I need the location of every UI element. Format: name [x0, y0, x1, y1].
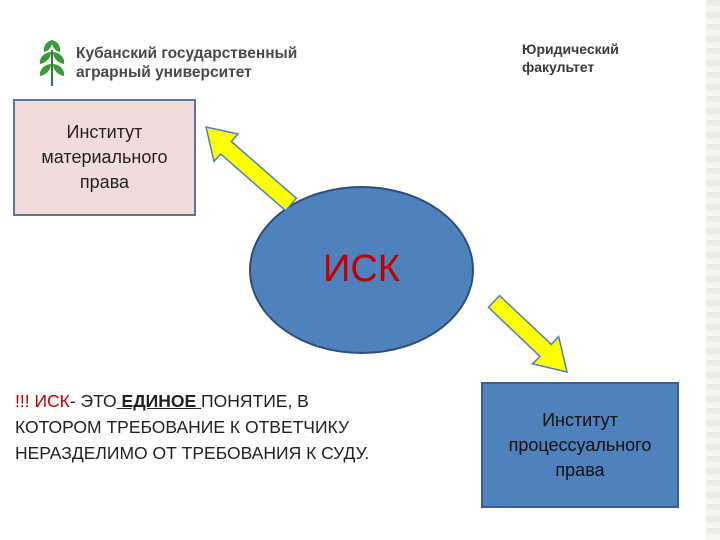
definition-part1: - ЭТО — [69, 391, 117, 411]
decorative-strip — [706, 0, 720, 540]
faculty-name-line-2: факультет — [522, 59, 595, 75]
box-material-law: Институт материального права — [13, 99, 196, 216]
arrow-to-material-law — [205, 126, 298, 212]
definition-text: !!! ИСК- ЭТО ЕДИНОЕ ПОНЯТИЕ, В КОТОРОМ Т… — [15, 388, 375, 466]
university-name: Кубанский государственный аграрный униве… — [76, 44, 297, 82]
center-circle-label: ИСК — [323, 248, 400, 290]
faculty-name: Юридический факультет — [522, 40, 619, 76]
center-circle — [249, 186, 474, 354]
university-name-line-1: Кубанский государственный — [76, 45, 298, 62]
box-process-law-label: Институт процессуального права — [508, 409, 652, 480]
university-name-line-2: аграрный университет — [76, 64, 252, 81]
definition-rest: ПОНЯТИЕ, В КОТОРОМ ТРЕБОВАНИЕ К ОТВЕТЧИК… — [15, 391, 370, 463]
definition-prefix: !!! ИСК — [15, 391, 70, 411]
box-material-law-label: Институт материального права — [41, 122, 168, 192]
wheat-leaf-logo-icon — [39, 40, 65, 86]
definition-emphasis: ЕДИНОЕ — [121, 391, 197, 411]
arrow-to-process-law — [487, 294, 569, 374]
faculty-name-line-1: Юридический — [522, 41, 619, 57]
box-process-law: Институт процессуального права — [481, 382, 679, 508]
